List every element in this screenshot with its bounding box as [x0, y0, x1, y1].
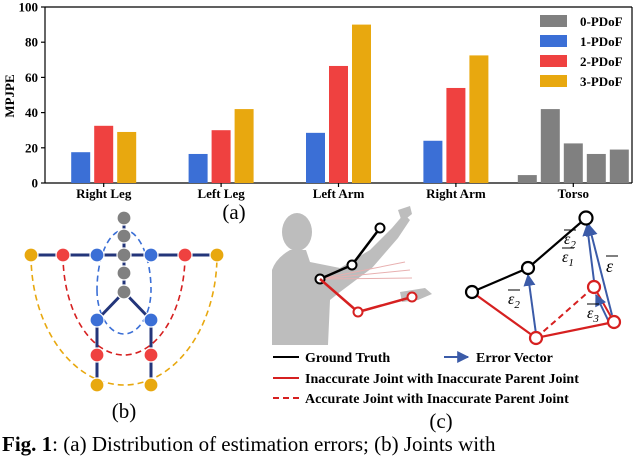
- body-silhouette: [272, 206, 412, 345]
- joint-l-ankle: [89, 377, 105, 393]
- joint-head: [116, 210, 132, 226]
- eps2b-label: ε2: [564, 231, 576, 251]
- legend-swatch: [540, 15, 567, 27]
- legend-swatch: [540, 55, 567, 67]
- bar: [517, 175, 537, 183]
- inaccurate-arm: [319, 278, 418, 318]
- legend-swatch: [540, 75, 567, 87]
- panel-label-b: (b): [112, 399, 137, 423]
- bar: [329, 65, 348, 183]
- x-tick-label: Right Arm: [426, 186, 486, 201]
- y-tick-label: 60: [25, 70, 38, 85]
- bar: [117, 131, 137, 183]
- x-tick-label: Left Leg: [197, 186, 245, 201]
- legend-swatch: [540, 35, 567, 47]
- y-tick-label: 20: [25, 140, 38, 155]
- bar: [71, 152, 91, 183]
- error-panel: ε ε1 ε2 ε2 ε3 Ground Truth Error Vector …: [272, 206, 622, 433]
- joint-l-wrist: [23, 247, 39, 263]
- legend-label: 2-PDoF: [580, 54, 623, 69]
- legend-label: 0-PDoF: [580, 14, 623, 29]
- bar: [586, 153, 606, 183]
- eps2a-label: ε2: [508, 291, 520, 311]
- panel-label-a: (a): [222, 200, 245, 224]
- bar: [352, 24, 371, 183]
- y-tick-label: 0: [32, 176, 39, 191]
- panel-label-c: (c): [429, 409, 452, 433]
- joint-pelvis: [116, 284, 132, 300]
- bar: [540, 109, 560, 183]
- bar: [188, 153, 208, 183]
- joint-l-hip: [89, 312, 105, 328]
- x-tick-label: Right Leg: [76, 186, 132, 201]
- bar: [423, 140, 443, 183]
- bar: [469, 55, 489, 183]
- panel-c-legend: Ground Truth Error Vector Inaccurate Joi…: [273, 351, 579, 407]
- legend-label: 3-PDoF: [580, 74, 623, 89]
- joint-l-elbow: [55, 247, 71, 263]
- bar: [446, 87, 466, 183]
- legend-label: 1-PDoF: [580, 34, 623, 49]
- joint-thorax: [116, 247, 132, 263]
- legend-ground-truth: Ground Truth: [305, 351, 390, 366]
- bar: [234, 109, 254, 183]
- bar: [211, 130, 231, 183]
- joint-r-ankle: [143, 377, 159, 393]
- x-tick-label: Left Arm: [313, 186, 365, 201]
- joint-l-shoulder: [89, 247, 105, 263]
- chart-legend: 0-PDoF 1-PDoF 2-PDoF 3-PDoF: [540, 14, 623, 89]
- bars-group: [71, 24, 629, 183]
- y-tick-label: 80: [25, 35, 38, 50]
- y-tick-label: 40: [25, 105, 38, 120]
- caption-text: : (a) Distribution of estimation errors;…: [52, 432, 496, 456]
- joint-r-elbow: [177, 247, 193, 263]
- skeleton-panel: (b): [23, 210, 225, 423]
- bar: [94, 125, 114, 183]
- yellow-dashed-arc: [30, 254, 218, 386]
- joint-r-hip: [143, 312, 159, 328]
- legend-inaccurate-joint: Inaccurate Joint with Inaccurate Parent …: [305, 372, 579, 387]
- bar: [306, 132, 325, 183]
- bar: [563, 143, 583, 183]
- y-ticks: 0 20 40 60 80 100: [19, 0, 45, 191]
- eps3-label: ε3: [587, 305, 599, 325]
- geometry-diagram: [464, 210, 622, 346]
- figure-caption: Fig. 1: (a) Distribution of estimation e…: [2, 432, 640, 457]
- joint-r-wrist: [209, 247, 225, 263]
- chart-panel: MPJPE 0 20 40 60 80 100 Right Leg Left Leg Left…: [2, 0, 633, 224]
- epsilon-labels: ε ε1 ε2 ε2 ε3: [508, 229, 618, 325]
- joint-neck: [116, 228, 132, 244]
- joint-r-shoulder: [143, 247, 159, 263]
- x-ticks: Right Leg Left Leg Left Arm Right Arm Torso: [76, 183, 589, 201]
- skeleton-joints: [23, 210, 225, 393]
- legend-accurate-joint: Accurate Joint with Inaccurate Parent Jo…: [305, 392, 569, 407]
- bar: [609, 149, 629, 183]
- caption-lead: Fig. 1: [2, 432, 53, 456]
- joint-r-knee: [143, 347, 159, 363]
- y-tick-label: 100: [19, 0, 39, 15]
- blue-dashed-arc: [96, 229, 152, 335]
- legend-error-vector: Error Vector: [476, 351, 553, 366]
- eps-label: ε: [606, 256, 614, 276]
- x-tick-label: Torso: [558, 186, 589, 201]
- faint-arms: [319, 261, 413, 280]
- eps1-label: ε1: [562, 249, 574, 269]
- y-axis-label: MPJPE: [2, 74, 17, 117]
- joint-l-knee: [89, 347, 105, 363]
- joint-spine: [116, 265, 132, 281]
